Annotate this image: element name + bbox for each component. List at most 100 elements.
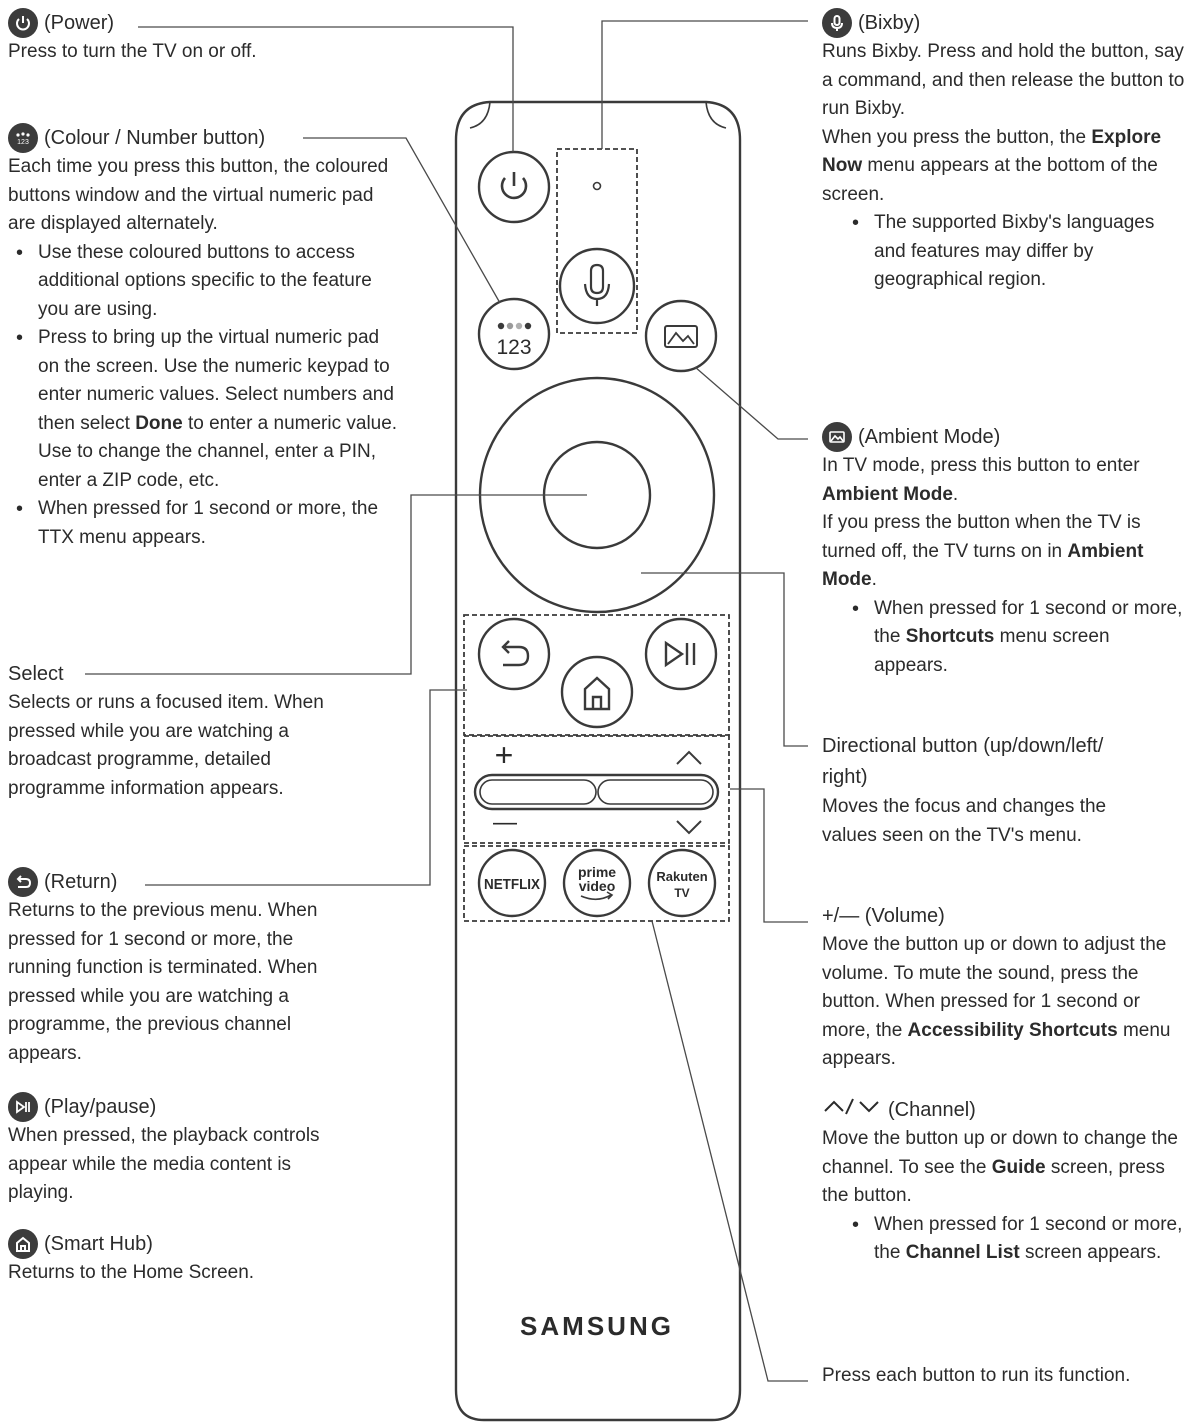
play-desc: When pressed, the playback controls appe… xyxy=(8,1125,320,1203)
volume-minus-label: — xyxy=(493,809,517,836)
ambient-desc-1: In TV mode, press this button to enter A… xyxy=(822,455,1140,505)
mic-icon xyxy=(822,8,852,38)
ambient-desc-2: If you press the button when the TV is t… xyxy=(822,512,1144,590)
prime-label-top: prime xyxy=(578,864,616,880)
colour-title: (Colour / Number button) xyxy=(44,127,266,149)
leader-bixby xyxy=(601,20,808,149)
channel-up-down-icon xyxy=(822,1095,882,1125)
ambient-icon xyxy=(664,325,698,348)
directional-title: Directional button (up/down/left/ right) xyxy=(822,735,1104,788)
colour-block: 123 (Colour / Number button) Each time y… xyxy=(8,123,398,552)
leader-return xyxy=(145,689,467,886)
return-icon xyxy=(501,640,530,667)
ambient-bullets: When pressed for 1 second or more, the S… xyxy=(822,595,1188,681)
prime-video-button xyxy=(562,848,632,918)
return-title: (Return) xyxy=(44,871,118,893)
ambient-title: (Ambient Mode) xyxy=(858,426,1001,448)
directional-desc: Moves the focus and changes the values s… xyxy=(822,796,1107,846)
rocker-group xyxy=(463,735,730,844)
rakuten-tv-button xyxy=(647,848,717,918)
home-icon xyxy=(8,1229,38,1259)
apps-block: Press each button to run its function. xyxy=(822,1362,1182,1391)
leader-power xyxy=(138,26,514,152)
colour-number-icon: 123 xyxy=(8,123,38,153)
nav-group xyxy=(463,614,730,736)
bixby-title: (Bixby) xyxy=(858,12,921,34)
bixby-block: (Bixby) Runs Bixby. Press and hold the b… xyxy=(822,8,1188,295)
channel-desc: Move the button up or down to change the… xyxy=(822,1128,1178,1206)
leader-volume xyxy=(730,788,808,923)
mic-led xyxy=(592,181,602,191)
play-pause-icon xyxy=(8,1092,38,1122)
bixby-button xyxy=(558,247,636,325)
ambient-block: (Ambient Mode) In TV mode, press this bu… xyxy=(822,422,1188,680)
smarthub-block: (Smart Hub) Returns to the Home Screen. xyxy=(8,1229,353,1288)
colour-dot-2 xyxy=(506,322,514,330)
ambient-button xyxy=(644,299,718,373)
colour-number-button xyxy=(477,297,551,371)
leader-directional xyxy=(641,572,808,747)
colour-dot-3 xyxy=(515,322,523,330)
home-button xyxy=(560,655,634,729)
leader-colour xyxy=(303,137,501,304)
channel-down-icon xyxy=(676,820,702,835)
colour-dot-4 xyxy=(524,322,532,330)
return-block: (Return) Returns to the previous menu. W… xyxy=(8,867,353,1068)
return-button xyxy=(477,617,551,691)
mic-icon xyxy=(583,263,611,306)
play-block: (Play/pause) When pressed, the playback … xyxy=(8,1092,353,1208)
colour-dot-1 xyxy=(497,322,505,330)
leader-select xyxy=(85,494,587,675)
volume-plus-label: + xyxy=(495,737,514,773)
bixby-area xyxy=(556,148,638,334)
smarthub-desc: Returns to the Home Screen. xyxy=(8,1262,255,1283)
power-button xyxy=(477,150,551,224)
power-block: (Power) Press to turn the TV on or off. xyxy=(8,8,388,67)
colour-desc: Each time you press this button, the col… xyxy=(8,156,389,234)
netflix-button xyxy=(477,848,547,918)
directional-block: Directional button (up/down/left/ right)… xyxy=(822,731,1152,850)
bixby-desc-1: Runs Bixby. Press and hold the button, s… xyxy=(822,41,1185,119)
ambient-icon xyxy=(822,422,852,452)
colour-bullet-1: Use these coloured buttons to access add… xyxy=(8,239,398,325)
return-icon xyxy=(8,867,38,897)
volume-desc: Move the button up or down to adjust the… xyxy=(822,934,1171,1069)
netflix-label: NETFLIX xyxy=(484,876,540,893)
channel-up-icon xyxy=(676,750,702,765)
colour-bullets: Use these coloured buttons to access add… xyxy=(8,239,398,553)
volume-channel-rocker xyxy=(473,773,720,811)
power-icon xyxy=(500,172,528,200)
svg-text:123: 123 xyxy=(17,139,29,146)
ambient-bullet-1: When pressed for 1 second or more, the S… xyxy=(844,595,1188,681)
select-title: Select xyxy=(8,663,64,685)
play-title: (Play/pause) xyxy=(44,1096,157,1118)
remote-top-edge xyxy=(469,101,727,129)
channel-block: (Channel) Move the button up or down to … xyxy=(822,1095,1190,1268)
remote-body xyxy=(454,100,742,1422)
power-title: (Power) xyxy=(44,12,115,34)
leader-apps xyxy=(651,920,808,1382)
colour-bullet-3: When pressed for 1 second or more, the T… xyxy=(8,495,398,552)
bixby-bullet-1: The supported Bixby's languages and feat… xyxy=(844,209,1188,295)
power-icon xyxy=(8,8,38,38)
volume-title: +/— (Volume) xyxy=(822,905,945,927)
smarthub-title: (Smart Hub) xyxy=(44,1233,153,1255)
leader-ambient xyxy=(694,366,808,440)
numpad-label: 123 xyxy=(496,336,531,359)
bixby-bullets: The supported Bixby's languages and feat… xyxy=(822,209,1188,295)
channel-title: (Channel) xyxy=(888,1099,976,1121)
power-desc: Press to turn the TV on or off. xyxy=(8,41,257,62)
home-icon xyxy=(583,676,611,711)
volume-block: +/— (Volume) Move the button up or down … xyxy=(822,901,1190,1074)
bixby-desc-2: When you press the button, the Explore N… xyxy=(822,126,1162,205)
brand-logo: SAMSUNG xyxy=(520,1311,674,1341)
select-desc: Selects or runs a focused item. When pre… xyxy=(8,692,324,799)
rakuten-label-top: Rakuten xyxy=(656,869,707,884)
play-pause-button xyxy=(644,617,718,691)
return-desc: Returns to the previous menu. When press… xyxy=(8,900,318,1064)
apps-desc: Press each button to run its function. xyxy=(822,1365,1131,1386)
colour-bullet-2: Press to bring up the virtual numeric pa… xyxy=(8,324,398,495)
rakuten-label-bottom: TV xyxy=(674,886,689,900)
prime-label-bottom: video xyxy=(579,878,616,894)
